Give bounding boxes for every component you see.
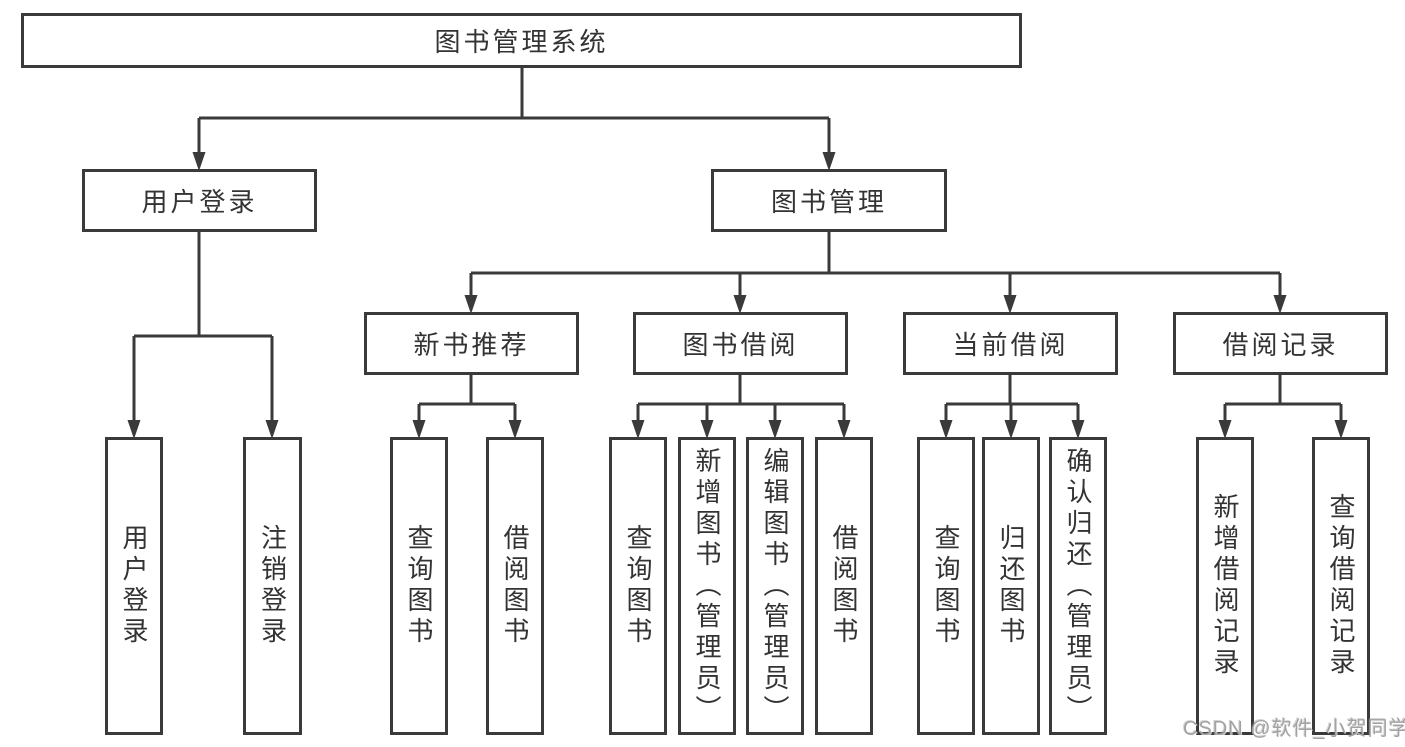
leaf-label: 借阅图书 — [500, 524, 530, 648]
node-label: 当前借阅 — [952, 330, 1069, 360]
leaf-label: 查询图书 — [623, 524, 653, 648]
leaf-current-confirm-return-admin: 确认归还（管理员） — [1049, 437, 1107, 735]
node-label: 用户登录 — [141, 187, 258, 217]
leaf-label: 注销登录 — [257, 524, 288, 648]
leaf-label: 查询图书 — [931, 524, 961, 648]
leaf-label: 用户登录 — [119, 524, 149, 648]
leaf-records-add-borrow-record: 新增借阅记录 — [1196, 437, 1254, 735]
node-label: 图书管理 — [770, 187, 887, 217]
node-label: 借阅记录 — [1222, 330, 1339, 360]
node-current-borrow: 当前借阅 — [903, 312, 1118, 375]
leaf-newbook-borrow-books: 借阅图书 — [486, 437, 544, 735]
node-new-book-recommend: 新书推荐 — [364, 312, 579, 375]
leaf-label: 查询图书 — [404, 524, 434, 648]
leaf-current-return-books: 归还图书 — [982, 437, 1040, 735]
leaf-label: 借阅图书 — [829, 524, 859, 648]
node-label: 新书推荐 — [413, 330, 530, 360]
leaf-borrow-edit-books-admin: 编辑图书（管理员） — [746, 437, 804, 735]
leaf-user-login: 用户登录 — [105, 437, 163, 735]
leaf-logout-login: 注销登录 — [243, 437, 302, 735]
watermark: CSDN @软件_小贺同学 — [1183, 718, 1405, 740]
leaf-label: 归还图书 — [996, 524, 1026, 648]
leaf-newbook-query-books: 查询图书 — [390, 437, 448, 735]
leaf-label: 确认归还（管理员） — [1063, 446, 1093, 726]
leaf-label: 编辑图书（管理员） — [760, 446, 790, 726]
leaf-borrow-add-books-admin: 新增图书（管理员） — [678, 437, 736, 735]
node-borrow-records: 借阅记录 — [1173, 312, 1388, 375]
leaf-borrow-query-books: 查询图书 — [609, 437, 667, 735]
node-book-borrow: 图书借阅 — [633, 312, 848, 375]
node-label: 图书管理系统 — [434, 27, 609, 57]
node-library-system: 图书管理系统 — [21, 13, 1022, 68]
leaf-label: 新增借阅记录 — [1210, 493, 1240, 679]
node-user-login: 用户登录 — [82, 169, 317, 232]
leaf-label: 查询借阅记录 — [1326, 493, 1356, 679]
leaf-records-query-borrow-record: 查询借阅记录 — [1312, 437, 1370, 735]
leaf-label: 新增图书（管理员） — [692, 446, 722, 726]
leaf-borrow-borrow-books: 借阅图书 — [815, 437, 873, 735]
node-label: 图书借阅 — [682, 330, 799, 360]
leaf-current-query-books: 查询图书 — [917, 437, 975, 735]
node-book-management: 图书管理 — [711, 169, 947, 232]
